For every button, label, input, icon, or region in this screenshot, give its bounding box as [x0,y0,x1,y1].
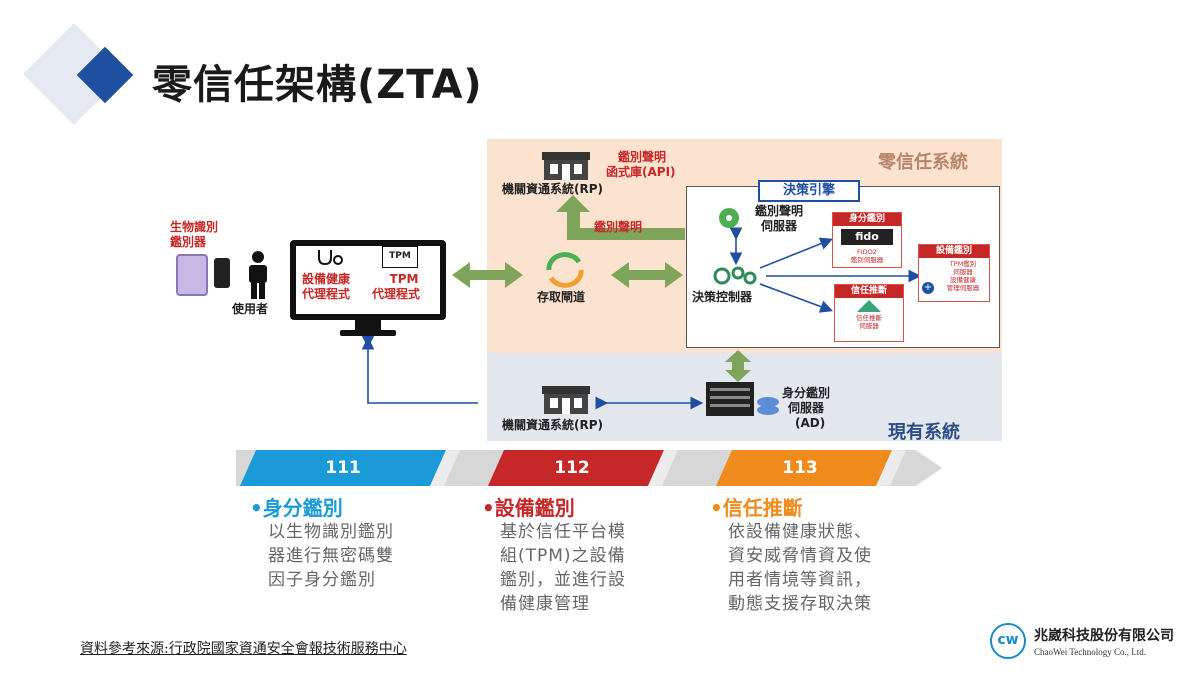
device-auth-text-1a: TPM鑑別 [949,260,977,268]
user-label: 使用者 [232,302,269,316]
device-agent-label-1: 設備健康 [302,272,351,286]
biometric-label-2: 鑑別器 [170,235,207,249]
identity-auth-text-1: FIDO2 [857,248,877,256]
identity-auth-body: 以生物識別鑑別器進行無密碼雙因子身分鑑別 [268,522,394,590]
stethoscope-icon [318,250,343,266]
pyramid-icon [857,300,881,312]
green-arrows [452,195,751,382]
rp-building-icon-bottom [542,386,590,414]
device-auth-text-1b: 伺服器 [953,268,973,276]
identity-auth-text-2: 鑑別伺服器 [850,256,884,264]
identity-auth-head: 身分鑑別 [833,213,901,226]
identity-auth-heading: •身分鑑別 [250,496,343,520]
company-english-name: ChaoWei Technology Co., Ltd. [1034,647,1146,657]
tpm-agent-label-1: TPM [389,272,419,286]
api-label-2: 函式庫(API) [606,165,676,179]
page-title: 零信任架構(ZTA) [152,62,483,108]
access-gateway-label: 存取閘道 [537,290,586,304]
device-auth-head: 設備鑑別 [919,245,989,258]
user-icon [249,251,267,299]
device-auth-heading: •設備鑑別 [482,496,575,520]
trust-inference-text-1: 信任推斷 [856,314,882,322]
monitor-neck [355,320,381,332]
trust-inference-head: 信任推斷 [835,285,903,298]
device-auth-body: 基於信任平台模組(TPM)之設備鑑別，並進行設備健康管理 [500,522,626,614]
device-auth-box: 設備鑑別 TPM鑑別 伺服器 設備健康 管理伺服器 [918,244,990,302]
trust-inference-text-2: 伺服器 [859,322,879,330]
device-auth-text-2b: 管理伺服器 [946,284,980,292]
existing-zone-label: 現有系統 [888,422,960,443]
source-citation: 資料參考來源:行政院國家資通安全會報技術服務中心 [80,641,407,657]
claim-server-label-2: 伺服器 [761,219,798,233]
claim-server-label-1: 鑑別聲明 [755,204,804,218]
rp-top-label: 機關資通系統(RP) [502,182,604,196]
sync-icon [546,252,584,288]
timeline-bar [236,450,942,486]
timeline-year-111: 111 [325,458,361,478]
company-name: 兆崴科技股份有限公司 [1034,628,1174,644]
device-auth-text-2a: 設備健康 [950,276,976,284]
timeline-year-113: 113 [782,458,818,478]
identity-auth-box: 身分鑑別 fido FIDO2 鑑別伺服器 [832,212,902,268]
biometric-label-1: 生物識別 [170,220,219,234]
security-key-icon [214,258,230,288]
policy-engine-title: 決策引擎 [758,180,860,202]
trust-inference-heading: •信任推斷 [710,496,803,520]
api-label-1: 鑑別聲明 [618,150,667,164]
ad-server-icon [706,382,779,416]
ad-label-3: (AD) [795,416,826,430]
phone-icon [176,254,208,296]
user-device-monitor [290,240,446,320]
claim-server-icon [719,208,739,228]
gears-icon [713,266,757,285]
policy-controller-label: 決策控制器 [692,290,753,304]
ad-label-1: 身分鑑別 [782,386,831,400]
medical-cross-icon: + [922,282,934,294]
device-agent-label-2: 代理程式 [302,287,351,301]
fido-logo-icon: fido [841,229,893,245]
ad-label-2: 伺服器 [788,401,825,415]
rp-building-icon [542,152,590,180]
company-logo-icon: cw [990,623,1026,659]
tpm-chip-icon: TPM [382,246,418,268]
monitor-base [340,330,396,336]
timeline-year-112: 112 [554,458,590,478]
rp-bottom-label: 機關資通系統(RP) [502,418,604,432]
trust-inference-body: 依設備健康狀態、資安威脅情資及使用者情境等資訊，動態支援存取決策 [728,522,872,614]
auth-claim-arrow-label: 鑑別聲明 [594,220,643,234]
tpm-agent-label-2: 代理程式 [372,287,421,301]
zero-trust-zone-label: 零信任系統 [878,152,968,173]
trust-inference-box: 信任推斷 信任推斷 伺服器 [834,284,904,342]
